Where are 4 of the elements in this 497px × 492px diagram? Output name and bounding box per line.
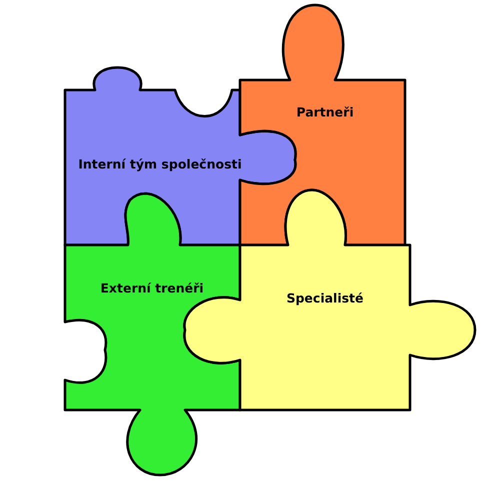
piece-label: Interní tým společnosti bbox=[78, 156, 242, 172]
piece-label: Externí trenéři bbox=[100, 280, 204, 296]
piece-label: Specialisté bbox=[286, 290, 364, 306]
piece-label: Partneři bbox=[296, 104, 354, 120]
